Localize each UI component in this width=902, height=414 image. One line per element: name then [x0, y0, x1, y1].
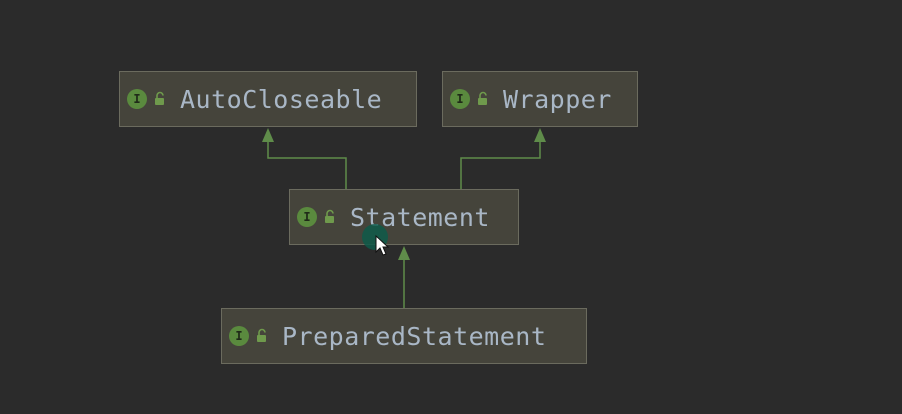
arrowhead-wrapper	[534, 128, 546, 142]
unlocked-icon	[478, 91, 487, 105]
interface-icon: I	[297, 207, 317, 227]
node-label: AutoCloseable	[180, 84, 383, 114]
edge-statement-autocloseable	[267, 140, 347, 189]
unlocked-icon	[325, 209, 334, 223]
mouse-cursor-icon	[362, 224, 390, 256]
node-label: PreparedStatement	[282, 321, 547, 351]
node-wrapper[interactable]: I Wrapper	[442, 71, 638, 127]
arrowhead-statement	[398, 246, 410, 260]
edge-statement-wrapper	[460, 140, 541, 189]
node-autocloseable[interactable]: I AutoCloseable	[119, 71, 417, 127]
node-preparedstatement[interactable]: I PreparedStatement	[221, 308, 587, 364]
arrowhead-autocloseable	[262, 128, 274, 142]
interface-icon: I	[450, 89, 470, 109]
interface-icon: I	[229, 326, 249, 346]
interface-icon: I	[127, 89, 147, 109]
unlocked-icon	[257, 328, 266, 342]
unlocked-icon	[155, 91, 164, 105]
node-statement[interactable]: I Statement	[289, 189, 519, 245]
node-label: Wrapper	[503, 84, 612, 114]
